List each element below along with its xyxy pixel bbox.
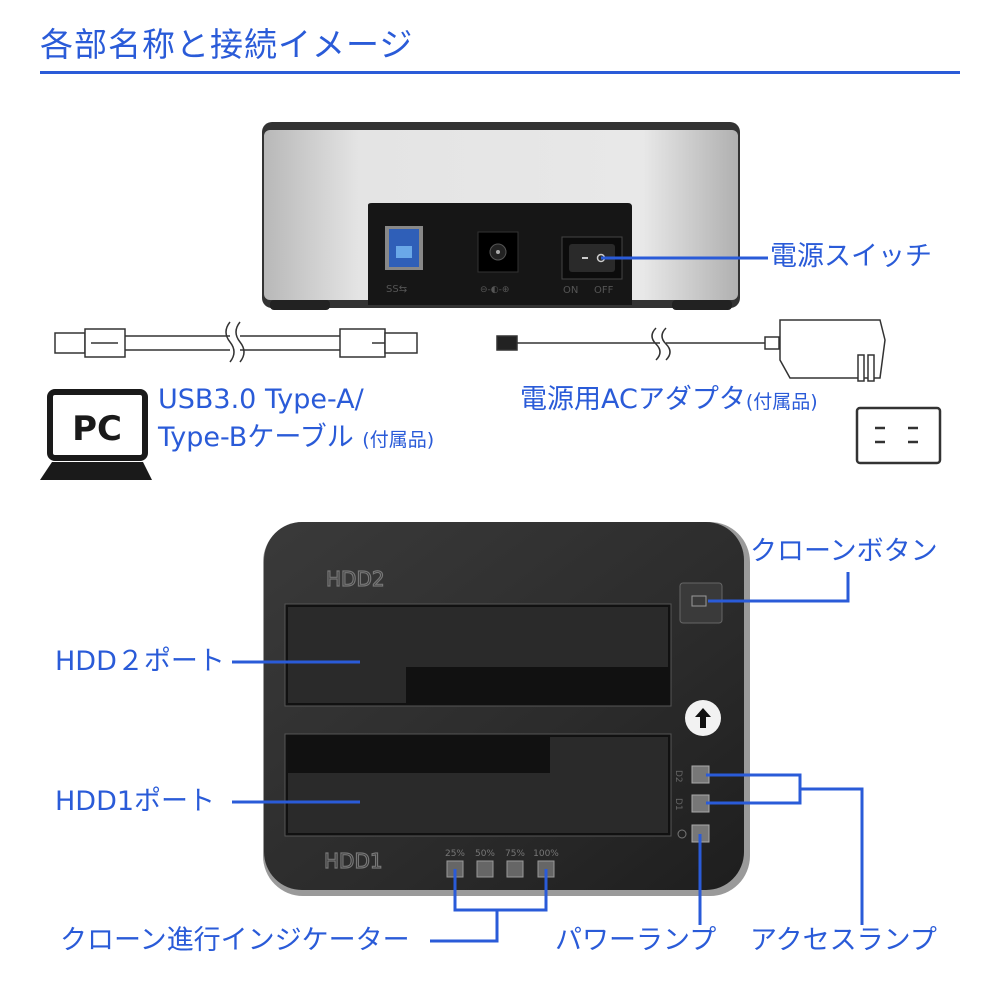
pc-icon: PC bbox=[40, 389, 152, 480]
eject-arrow-icon bbox=[685, 700, 721, 736]
dc-mark: ⊖-◐-⊕ bbox=[480, 285, 509, 295]
progress-bracket bbox=[453, 869, 548, 912]
outlet-icon bbox=[855, 406, 942, 465]
progress-mark-50: 50% bbox=[475, 849, 495, 859]
hdd1-slot bbox=[284, 733, 672, 837]
progress-mark-100: 100% bbox=[533, 849, 559, 859]
usb-cable-label-line2: Type-Bケーブル bbox=[158, 422, 354, 453]
off-mark: OFF bbox=[594, 285, 614, 296]
ac-adapter-icon bbox=[496, 319, 886, 382]
page-title: 各部名称と接続イメージ bbox=[40, 25, 414, 64]
ac-adapter-label: 電源用ACアダプタ bbox=[520, 384, 746, 415]
power-lamp-label: パワーランプ bbox=[555, 925, 717, 956]
on-mark: ON bbox=[563, 285, 578, 296]
hdd2-mark: HDD2 bbox=[326, 567, 385, 591]
clone-button-label: クローンボタン bbox=[750, 536, 938, 567]
usb-cable-note: (付属品) bbox=[362, 429, 435, 451]
hdd2-slot bbox=[284, 603, 672, 707]
leader-lines bbox=[232, 572, 864, 943]
usb-cable-icon bbox=[54, 321, 418, 363]
title-underline bbox=[40, 71, 960, 74]
progress-leader bbox=[430, 910, 499, 943]
hdd2-port-label: HDD２ポート bbox=[55, 646, 225, 677]
access-mark-d2: D2 bbox=[673, 770, 683, 783]
usb-mark: SS⇆ bbox=[386, 284, 407, 295]
hdd1-mark: HDD1 bbox=[324, 849, 383, 873]
usb-b-port: SS⇆ bbox=[385, 226, 423, 295]
pc-icon-text: PC bbox=[72, 409, 122, 449]
hdd1-port-label: HDD1ポート bbox=[55, 786, 216, 817]
access-mark-d1: D1 bbox=[673, 798, 683, 811]
rear-device: SS⇆ ⊖-◐-⊕ ON OFF bbox=[262, 122, 740, 310]
progress-lamp-50 bbox=[476, 860, 494, 878]
front-device: HDD2 HDD1 D2 D1 25% 50% 75% 1 bbox=[263, 522, 750, 896]
access-lamp-label: アクセスランプ bbox=[750, 925, 937, 956]
access-lamp-leader bbox=[800, 787, 864, 925]
dc-jack: ⊖-◐-⊕ bbox=[477, 231, 519, 295]
progress-lamp-75 bbox=[506, 860, 524, 878]
clone-progress-label: クローン進行インジケーター bbox=[60, 925, 410, 956]
power-symbol-icon bbox=[677, 829, 687, 839]
progress-mark-25: 25% bbox=[445, 849, 465, 859]
progress-mark-75: 75% bbox=[505, 849, 525, 859]
clone-button-leader bbox=[708, 572, 850, 603]
usb-cable-label-line1: USB3.0 Type-A/ bbox=[158, 384, 364, 415]
power-switch-label: 電源スイッチ bbox=[770, 241, 932, 272]
ac-adapter-note: (付属品) bbox=[745, 391, 818, 413]
clone-button[interactable] bbox=[679, 582, 723, 624]
